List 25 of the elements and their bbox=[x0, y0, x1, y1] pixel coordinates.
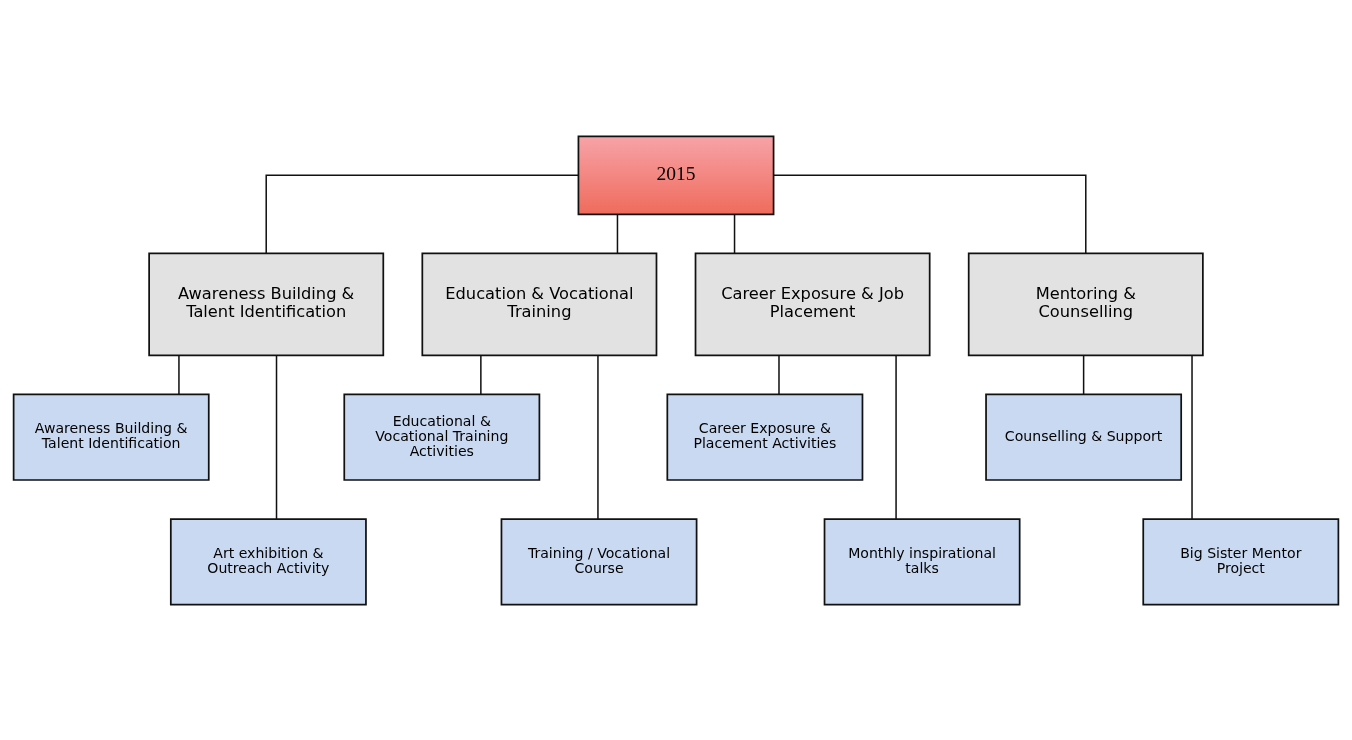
connector bbox=[733, 213, 736, 254]
node-box: Mentoring & Counselling bbox=[967, 252, 1204, 356]
connector bbox=[895, 354, 897, 520]
connector bbox=[1082, 354, 1085, 395]
connector bbox=[275, 354, 278, 520]
node-box: Education & Vocational Training bbox=[421, 252, 658, 356]
node-box: Art exhibition & Outreach Activity bbox=[169, 517, 367, 606]
connector bbox=[597, 354, 599, 520]
node-box: Awareness Building & Talent Identification bbox=[148, 252, 385, 356]
node-box: Monthly inspirational talks bbox=[823, 517, 1021, 606]
connector bbox=[265, 174, 580, 254]
node-box: 2015 bbox=[577, 134, 775, 215]
connector bbox=[1191, 354, 1193, 520]
node-box: Counselling & Support bbox=[985, 393, 1183, 481]
node-box: Training / Vocational Course bbox=[500, 517, 698, 606]
connector bbox=[772, 174, 1087, 254]
node-box: Career Exposure & Placement Activities bbox=[666, 393, 864, 481]
node-box: Big Sister Mentor Project bbox=[1142, 517, 1340, 606]
connector bbox=[178, 354, 180, 395]
connector bbox=[616, 213, 619, 254]
connector bbox=[480, 354, 482, 395]
connector bbox=[778, 354, 780, 395]
node-box: Awareness Building & Talent Identification bbox=[12, 393, 210, 481]
node-box: Career Exposure & Job Placement bbox=[694, 252, 931, 356]
node-box: Educational & Vocational Training Activities bbox=[343, 393, 541, 481]
